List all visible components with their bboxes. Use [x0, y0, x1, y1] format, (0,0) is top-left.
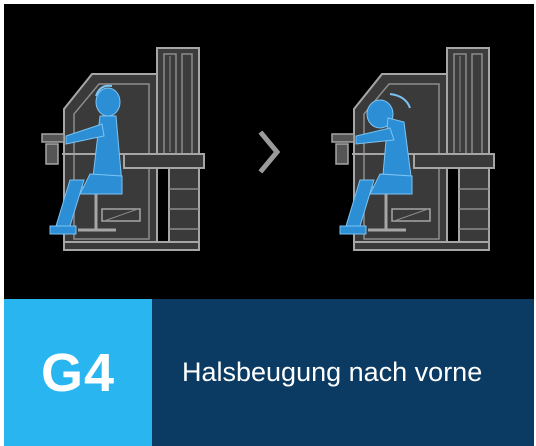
chevron-right-icon [258, 130, 281, 174]
caption-bar: G4 Halsbeugung nach vorne [4, 299, 534, 446]
worker-neck-flexed-figure [330, 46, 496, 252]
worker-upright-figure [40, 46, 206, 252]
posture-illustration [4, 4, 534, 299]
posture-title: Halsbeugung nach vorne [152, 299, 534, 446]
posture-code: G4 [4, 299, 152, 446]
